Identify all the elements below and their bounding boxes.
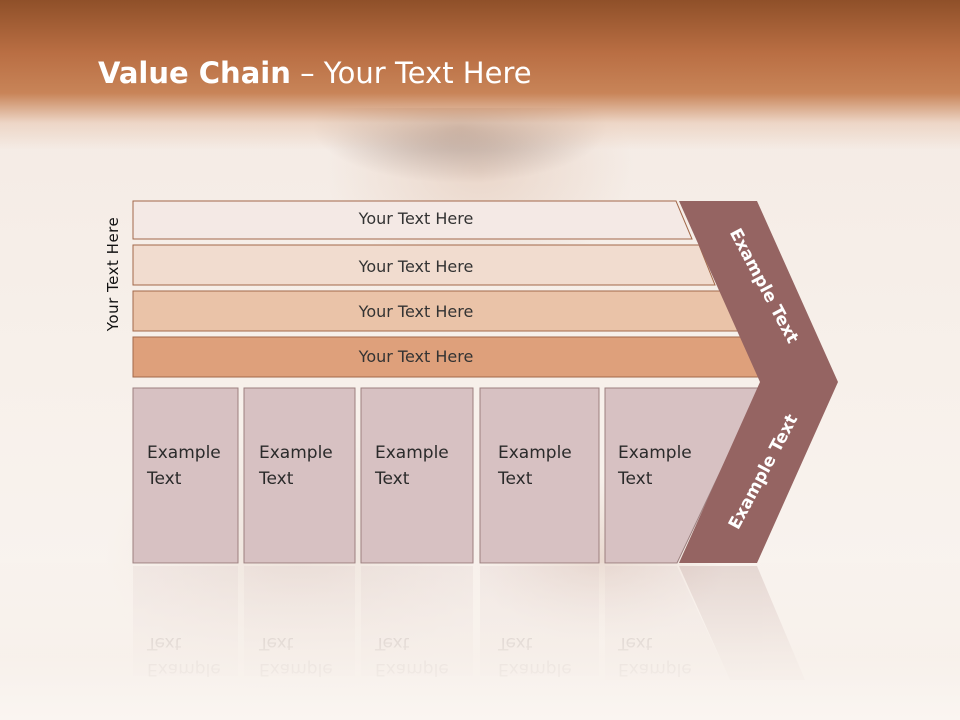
column-1 bbox=[132, 387, 239, 564]
reflection-fade bbox=[0, 563, 960, 720]
column-4 bbox=[479, 387, 600, 564]
title-rest: – Your Text Here bbox=[290, 56, 532, 90]
column-2 bbox=[243, 387, 356, 564]
header-band bbox=[0, 0, 960, 150]
bar-3-label: Your Text Here bbox=[358, 302, 474, 321]
bar-1-label: Your Text Here bbox=[358, 209, 474, 228]
chevron-arrow bbox=[679, 201, 838, 563]
bar-2-label: Your Text Here bbox=[358, 257, 474, 276]
bar-2 bbox=[132, 244, 716, 286]
bar-4-label: Your Text Here bbox=[358, 347, 474, 366]
title-bold: Value Chain bbox=[98, 56, 291, 90]
bar-1 bbox=[132, 200, 693, 240]
column-3 bbox=[360, 387, 474, 564]
slide-title: Value Chain – Your Text Here bbox=[98, 56, 532, 90]
